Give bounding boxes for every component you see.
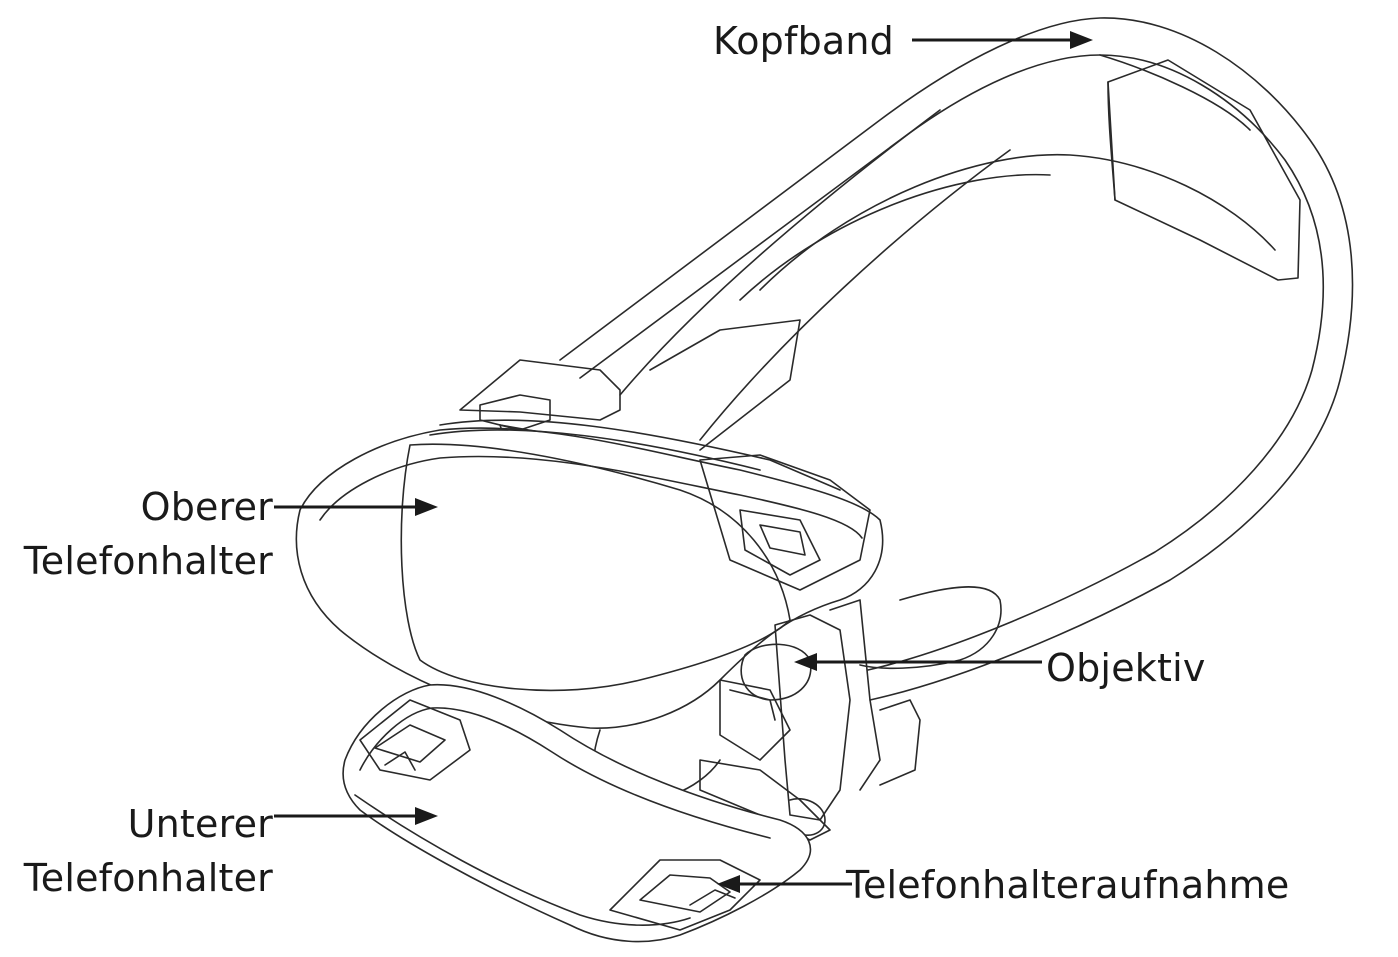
label-lens: Objektiv (1046, 641, 1206, 695)
lens-assembly (592, 599, 921, 841)
arrowhead-lower-holder (415, 807, 438, 825)
label-holder-mount-text: Telefonhalteraufnahme (846, 863, 1290, 907)
headband-strap (559, 17, 1354, 701)
label-headband-text: Kopfband (713, 19, 894, 63)
label-headband: Kopfband (713, 14, 894, 68)
arrowhead-holder-mount (717, 875, 740, 893)
label-holder-mount: Telefonhalteraufnahme (846, 858, 1289, 912)
label-lower-phone-holder-line1: Unterer (127, 802, 273, 846)
arrowhead-upper-holder (415, 498, 438, 516)
label-lower-phone-holder: Unterer Telefonhalter (18, 797, 273, 905)
arrowhead-lens (794, 653, 817, 671)
arrowhead-headband (1070, 31, 1093, 49)
label-upper-phone-holder-line1: Oberer (140, 485, 273, 529)
lower-phone-holder (342, 683, 812, 943)
upper-phone-holder (295, 419, 884, 729)
label-upper-phone-holder: Oberer Telefonhalter (18, 480, 273, 588)
label-lower-phone-holder-line2: Telefonhalter (23, 856, 273, 900)
callout-leaders (274, 31, 1093, 893)
label-upper-phone-holder-line2: Telefonhalter (23, 539, 273, 583)
label-lens-text: Objektiv (1046, 646, 1206, 690)
